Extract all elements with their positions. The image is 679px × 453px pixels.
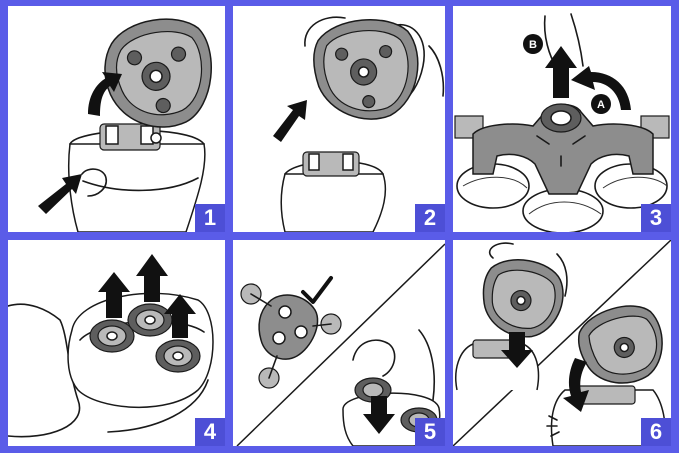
step-number-badge: 1 xyxy=(195,204,225,232)
cutter-head xyxy=(89,319,135,353)
cutter-head xyxy=(155,339,201,373)
step-4-illustration xyxy=(8,254,214,438)
step-5-panel: 5 xyxy=(233,240,445,446)
step-3-panel: B A 3 xyxy=(453,6,671,232)
step-6-panel: 6 xyxy=(453,240,671,446)
step-number-badge: 2 xyxy=(415,204,445,232)
step-4-panel: 4 xyxy=(8,240,225,446)
step-2-illustration xyxy=(273,16,445,232)
step-6-illustration xyxy=(453,240,671,446)
step-3-illustration: B A xyxy=(454,13,670,232)
marker-b-label: B xyxy=(529,39,537,51)
step-number-badge: 6 xyxy=(641,418,671,446)
step-1-illustration xyxy=(38,18,212,232)
step-1-panel: 1 xyxy=(8,6,225,232)
step-5-illustration xyxy=(236,243,445,446)
cutter-head xyxy=(127,303,173,337)
step-number-badge: 5 xyxy=(415,418,445,446)
step-number-badge: 3 xyxy=(641,204,671,232)
marker-a-label: A xyxy=(597,99,605,111)
step-2-panel: 2 xyxy=(233,6,445,232)
step-number-badge: 4 xyxy=(195,418,225,446)
